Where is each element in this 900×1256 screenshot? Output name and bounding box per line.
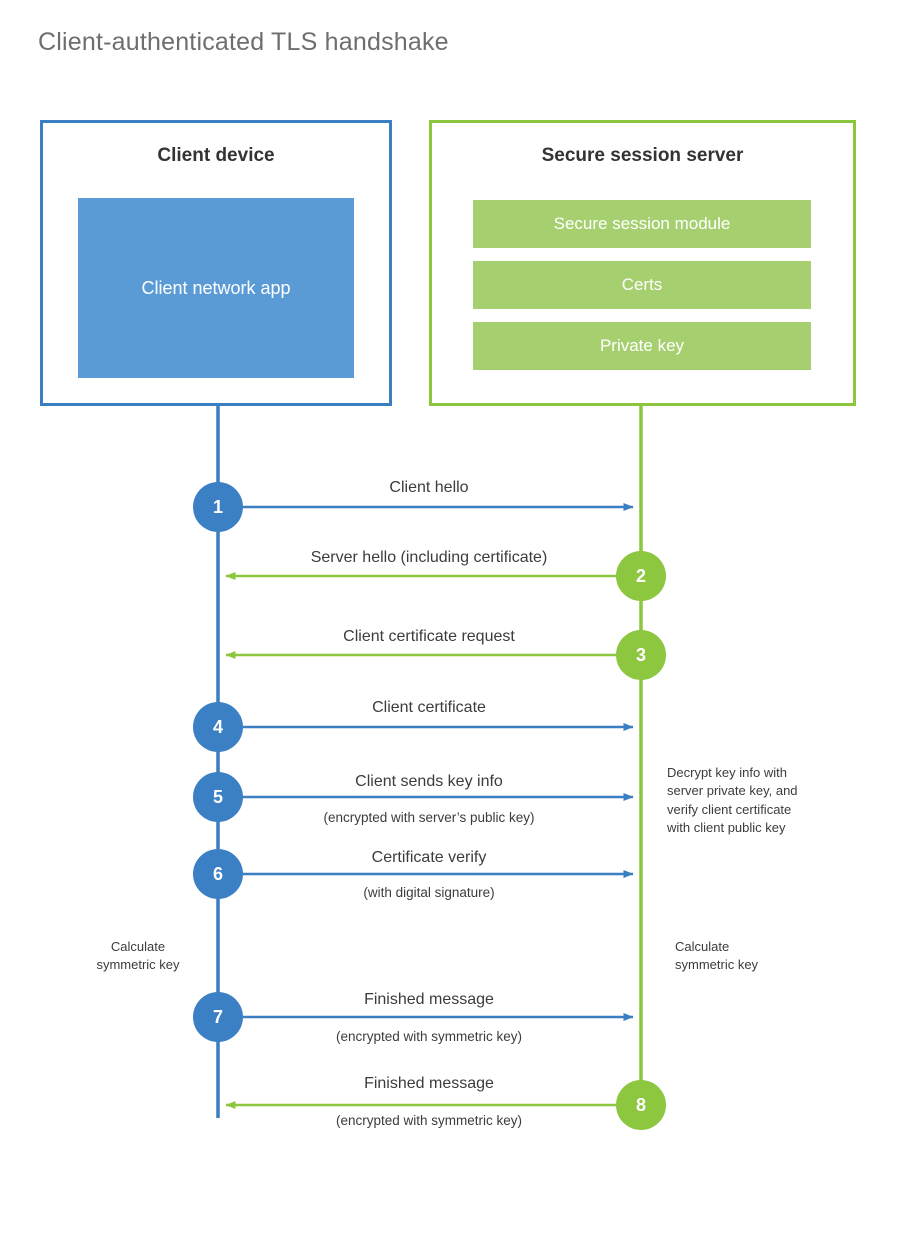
- note-server-decrypt-line-3: verify client certificate: [667, 801, 792, 817]
- msg-sublabel-step-5: (encrypted with server’s public key): [323, 810, 535, 825]
- msg-label-step-3: Client certificate request: [343, 628, 515, 645]
- step-circle-5[interactable]: [193, 772, 243, 822]
- msg-label-step-7: Finished message: [364, 991, 494, 1008]
- note-server-decrypt: Decrypt key info with server private key…: [667, 764, 842, 838]
- note-server-decrypt-line-1: Decrypt key info with: [667, 765, 787, 780]
- step-circle-8[interactable]: [616, 1080, 666, 1130]
- step-circle-6[interactable]: [193, 849, 243, 899]
- page-title: Client-authenticated TLS handshake: [38, 28, 449, 56]
- note-server-calculate-line-2: symmetric key: [675, 957, 759, 973]
- msg-label-step-6: Certificate verify: [371, 849, 487, 866]
- step-circle-1[interactable]: [193, 482, 243, 532]
- msg-label-step-8: Finished message: [364, 1075, 494, 1092]
- secure-session-server-title: Secure session server: [541, 145, 744, 166]
- note-server-decrypt-line-2: server private key, and: [667, 783, 798, 799]
- step-circle-3[interactable]: [616, 630, 666, 680]
- note-client-calculate-line-1: Calculate: [110, 939, 166, 954]
- server-module-certs: Certs: [473, 261, 811, 309]
- note-server-calculate-line-1: Calculate: [675, 939, 730, 954]
- msg-label-step-5: Client sends key info: [355, 773, 503, 790]
- msg-sublabel-step-8: (encrypted with symmetric key): [335, 1113, 523, 1128]
- msg-sublabel-step-7: (encrypted with symmetric key): [335, 1029, 523, 1044]
- msg-sublabel-step-6: (with digital signature): [363, 885, 495, 900]
- msg-label-step-1: Client hello: [389, 479, 469, 496]
- note-server-calculate: Calculate symmetric key: [675, 938, 825, 975]
- step-circle-2[interactable]: [616, 551, 666, 601]
- msg-label-step-4: Client certificate: [372, 699, 486, 716]
- step-circle-4[interactable]: [193, 702, 243, 752]
- note-client-calculate: Calculate symmetric key: [63, 938, 213, 975]
- msg-label-step-2: Server hello (including certificate): [310, 549, 548, 566]
- client-device-box: Client device Client network app: [40, 120, 392, 406]
- client-device-title: Client device: [157, 145, 275, 166]
- note-client-calculate-line-2: symmetric key: [96, 957, 180, 973]
- step-circle-7[interactable]: [193, 992, 243, 1042]
- server-module-list: Secure session module Certs Private key: [473, 200, 811, 383]
- server-module-secure-session-module: Secure session module: [473, 200, 811, 248]
- secure-session-server-box: Secure session server Secure session mod…: [429, 120, 856, 406]
- server-module-private-key: Private key: [473, 322, 811, 370]
- note-server-decrypt-line-4: with client public key: [667, 820, 786, 836]
- client-network-app-block: Client network app: [78, 198, 354, 378]
